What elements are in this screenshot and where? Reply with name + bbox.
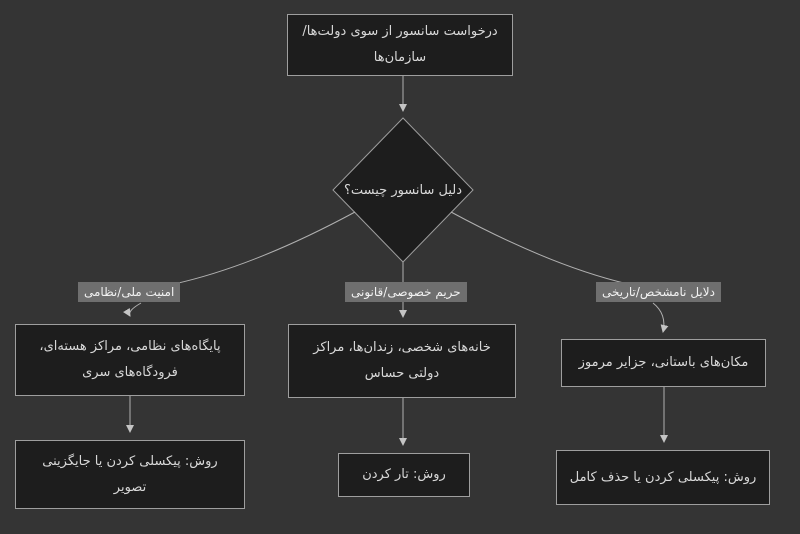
edge-label-to-target-left <box>122 302 142 317</box>
branch-label-unknown-historical: دلایل نامشخص/تاریخی <box>596 282 721 302</box>
edge-decision-to-label-left <box>173 211 356 285</box>
method-node-pixelate-or-replace: روش: پیکسلی کردن یا جایگزینی تصویر <box>15 440 245 509</box>
edge-decision-to-label-right <box>450 211 629 285</box>
target-node-private-government-sites: خانه‌های شخصی، زندان‌ها، مراکز دولتی حسا… <box>288 324 516 398</box>
branch-label-privacy-legal: حریم خصوصی/قانونی <box>345 282 467 302</box>
method-node-pixelate-or-remove: روش: پیکسلی کردن یا حذف کامل <box>556 450 770 505</box>
target-node-military-sites: پایگاه‌های نظامی، مراکز هسته‌ای، فرودگاه… <box>15 324 245 396</box>
target-node-ancient-sites: مکان‌های باستانی، جزایر مرموز <box>561 339 766 387</box>
branch-label-national-security: امنیت ملی/نظامی <box>78 282 181 302</box>
decision-node-text: دلیل سانسور چیست؟ <box>343 182 463 198</box>
method-node-blur: روش: تار کردن <box>338 453 470 497</box>
root-node: درخواست سانسور از سوی دولت‌ها/ سازمان‌ها <box>287 14 513 76</box>
edge-label-to-target-right <box>652 302 669 333</box>
